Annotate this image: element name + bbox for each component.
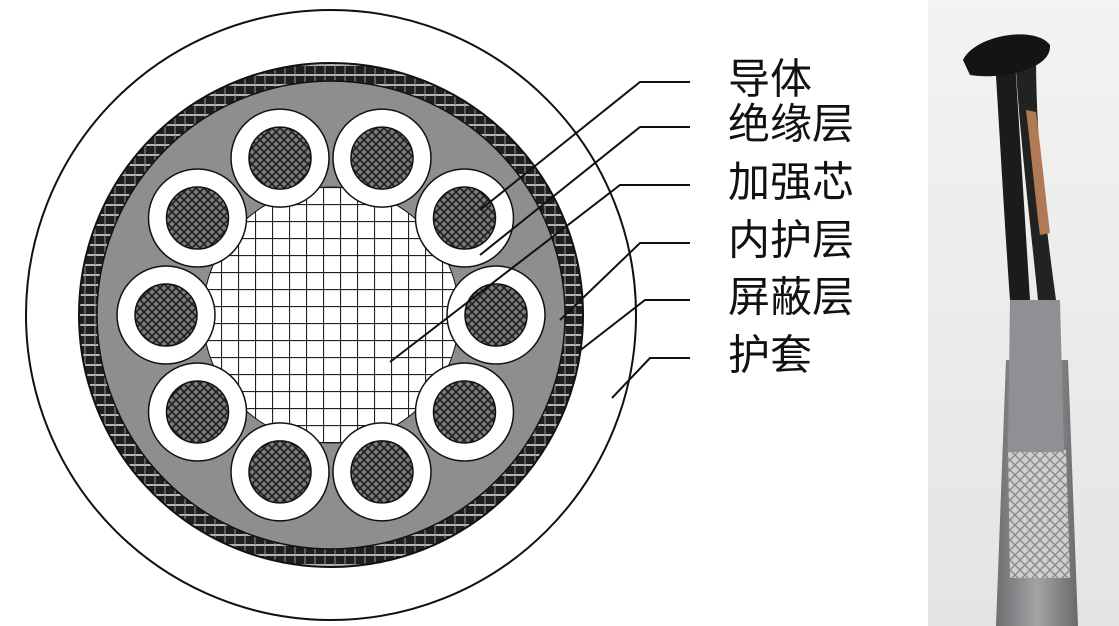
label-shield: 屏蔽层	[728, 273, 854, 322]
label-outer-jacket: 护套	[728, 331, 812, 380]
core	[332, 108, 432, 208]
conductor-strand	[248, 440, 312, 504]
conductor-strand	[432, 380, 497, 444]
conductor-strand	[165, 186, 230, 250]
label-reinforcement-core: 加强芯	[728, 158, 854, 207]
conductor-strand	[350, 440, 414, 504]
cable-photo	[928, 0, 1119, 626]
core	[230, 108, 330, 208]
label-insulation: 绝缘层	[728, 100, 854, 149]
leader-line-shield	[577, 299, 690, 353]
core	[414, 168, 515, 268]
leader-line-insulation	[479, 126, 690, 256]
core-group	[116, 108, 546, 522]
conductor-strand	[432, 186, 497, 250]
conductor-strand	[350, 126, 414, 190]
leader-lines	[389, 81, 690, 399]
leader-line-jacket	[611, 357, 690, 399]
label-conductor: 导体	[728, 55, 812, 104]
callout-labels: 导体 绝缘层 加强芯 内护层 屏蔽层 护套	[728, 55, 854, 380]
label-inner-sheath: 内护层	[728, 216, 854, 265]
core	[116, 265, 216, 365]
core	[230, 422, 330, 522]
core	[446, 265, 546, 365]
core	[332, 422, 432, 522]
leader-line-conductor	[479, 81, 690, 211]
conductor-strand	[134, 283, 198, 347]
core	[147, 168, 248, 268]
leader-line-inner-sheath	[559, 242, 690, 321]
leader-line-reinforcement	[389, 184, 690, 363]
conductor-strand	[248, 126, 312, 190]
core	[147, 362, 248, 462]
core	[414, 362, 515, 462]
conductor-strand	[464, 283, 528, 347]
conductor-strand	[165, 380, 230, 444]
